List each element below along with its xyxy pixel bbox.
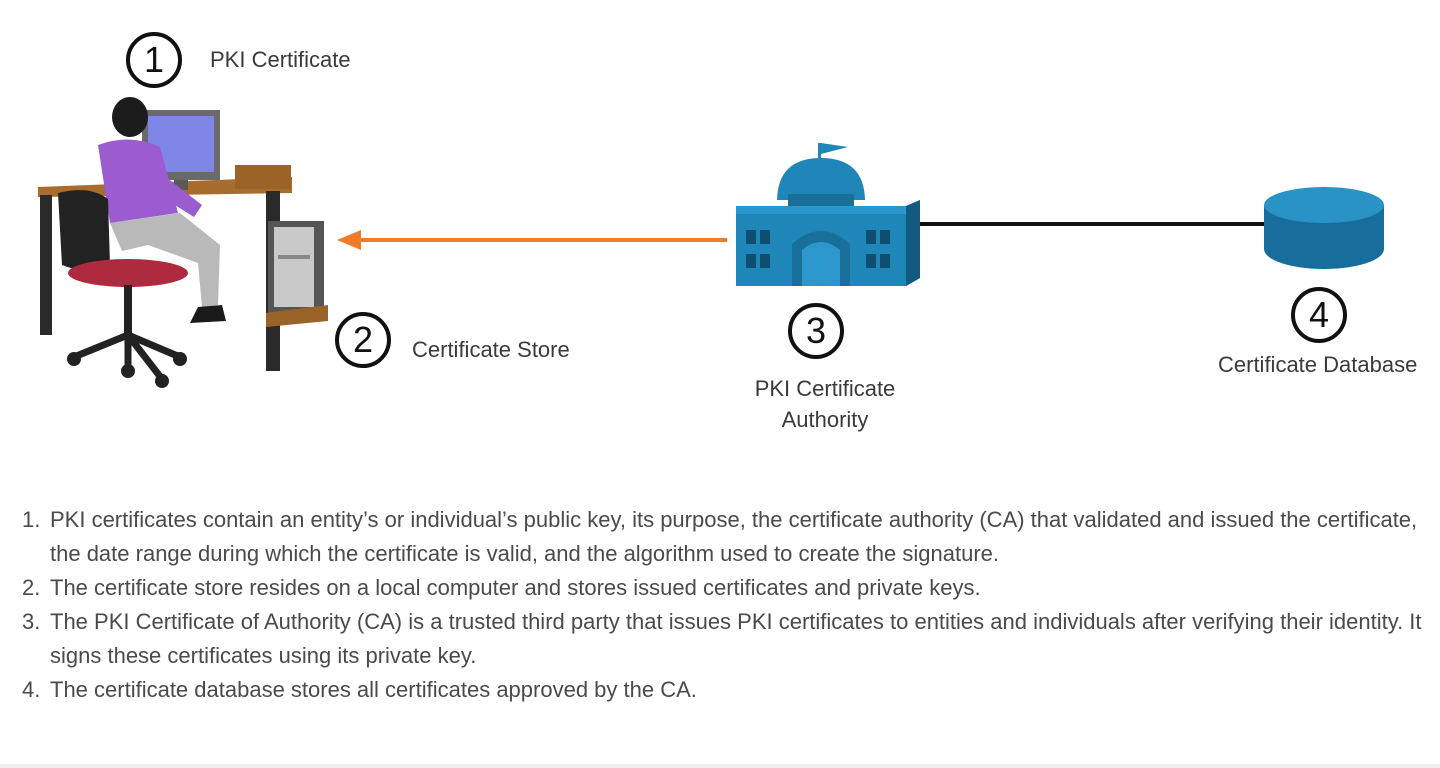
note-item-4: 4. The certificate database stores all ce… <box>22 673 1432 707</box>
callout-number-2: 2 <box>335 312 391 368</box>
callout-label-3-line-2: Authority <box>781 407 869 432</box>
user-at-workstation-icon <box>38 97 328 388</box>
callout-label-3-line-1: PKI Certificate <box>754 376 896 401</box>
callout-number-4: 4 <box>1291 287 1347 343</box>
note-number: 1. <box>22 507 41 532</box>
callout-number-3: 3 <box>788 303 844 359</box>
bottom-divider <box>0 764 1440 768</box>
note-number: 3. <box>22 609 41 634</box>
note-text: The certificate database stores all cert… <box>50 677 697 702</box>
callout-label-4: Certificate Database <box>1218 352 1418 377</box>
note-text: PKI certificates contain an entity’s or … <box>50 507 1418 566</box>
callout-number-1: 1 <box>126 32 182 88</box>
connector-line <box>915 222 1270 226</box>
arrow-left-icon <box>337 230 727 250</box>
note-number: 4. <box>22 677 41 702</box>
callout-label-1: PKI Certificate <box>210 47 351 72</box>
note-text: The certificate store resides on a local… <box>50 575 981 600</box>
note-item-2: 2. The certificate store resides on a loc… <box>22 571 1432 605</box>
government-building-icon <box>736 143 920 286</box>
callout-label-3: PKI Certificate Authority <box>725 373 925 435</box>
note-text: The PKI Certificate of Authority (CA) is… <box>50 609 1422 668</box>
note-item-1: 1. PKI certificates contain an entity’s o… <box>22 503 1432 571</box>
callout-label-2: Certificate Store <box>412 337 570 362</box>
note-number: 2. <box>22 575 41 600</box>
notes-list: 1. PKI certificates contain an entity’s o… <box>22 503 1432 707</box>
note-item-3: 3. The PKI Certificate of Authority (CA) … <box>22 605 1432 673</box>
database-cylinder-icon <box>1264 187 1384 269</box>
